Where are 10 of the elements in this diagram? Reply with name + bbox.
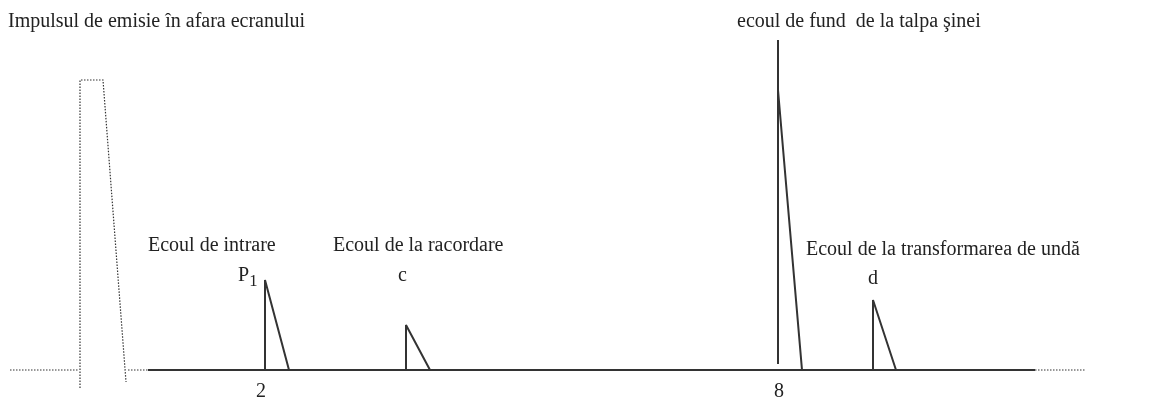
echo-label: Ecoul de la transformarea de undă <box>806 236 1080 260</box>
echo-label: Ecoul de la racordare <box>333 232 504 256</box>
axis-tick-label: 2 <box>256 378 266 402</box>
axis-tick-label: 8 <box>774 378 784 402</box>
echo-label: Ecoul de intrare <box>148 232 276 256</box>
peak-letter: c <box>398 262 407 286</box>
caption-text: ecoul de fund de la talpa şinei <box>737 8 981 32</box>
peak-letter: d <box>868 265 878 289</box>
caption-text: Impulsul de emisie în afara ecranului <box>8 8 306 32</box>
peak-letter: P$_{1}$ <box>238 262 258 292</box>
